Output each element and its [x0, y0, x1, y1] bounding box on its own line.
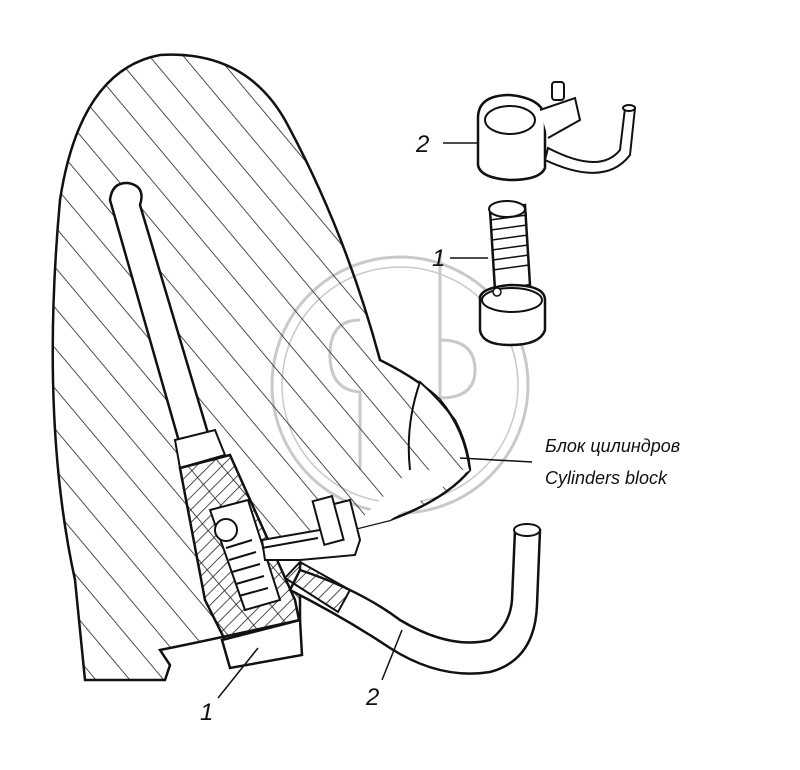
hollow-bolt-part: [478, 200, 547, 347]
callout-top-item-2: 2: [415, 131, 429, 158]
leader-lines: [217, 142, 533, 699]
callout-top-item-1: 1: [432, 245, 445, 272]
oil-pipe: [283, 523, 542, 675]
cylinders-block-section: [51, 53, 472, 682]
caption-en: Cylinders block: [545, 468, 668, 488]
clamp-bracket: [260, 494, 362, 561]
callout-bottom-item-1: 1: [200, 699, 213, 726]
valve-body-section: [173, 428, 304, 670]
oil-rod: [108, 181, 212, 447]
caption-ru: Блок цилиндров: [545, 436, 680, 456]
banjo-fitting-part: [476, 81, 637, 182]
callout-bottom-item-2: 2: [365, 684, 379, 711]
